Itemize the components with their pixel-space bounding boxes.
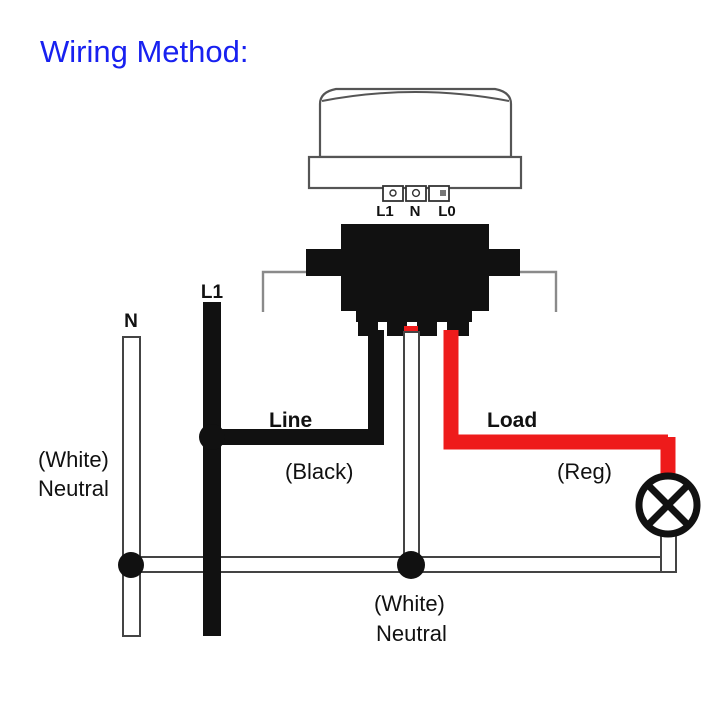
label-black-paren: (Black) <box>285 459 353 484</box>
l1-supply-wire-crossing <box>203 540 221 636</box>
label-white-paren-bottom: (White) <box>374 591 445 616</box>
lamp-load-symbol <box>635 472 701 538</box>
socket-body <box>306 224 520 311</box>
page-title: Wiring Method: <box>40 34 248 69</box>
terminal-hole-n <box>411 188 421 198</box>
sensor-base <box>307 155 523 190</box>
load-wire-red <box>404 326 676 477</box>
terminal-hole-l1 <box>389 189 397 197</box>
label-line: Line <box>269 409 312 432</box>
pin-label-l0: L0 <box>438 203 456 220</box>
twist-lock-socket <box>306 224 520 336</box>
sensor-terminals: L1 N L0 <box>376 185 456 220</box>
photocell-sensor <box>307 87 523 190</box>
label-reg-paren: (Reg) <box>557 459 612 484</box>
label-neutral-left: Neutral <box>38 476 109 501</box>
load-wire-stub <box>404 326 418 335</box>
socket-lower-block <box>356 300 472 322</box>
junction-l1-line <box>199 424 225 450</box>
pin-label-n: N <box>410 203 421 220</box>
line-wire-path <box>212 330 384 445</box>
socket-tab-1 <box>358 310 378 336</box>
socket-tab-4 <box>447 310 469 336</box>
socket-tab-3 <box>417 310 437 336</box>
junction-neutral-center <box>397 551 425 579</box>
terminal-hole-l0 <box>440 190 446 196</box>
label-load: Load <box>487 409 537 432</box>
label-l1-terminal: L1 <box>201 282 224 303</box>
socket-tab-2 <box>387 310 407 336</box>
label-neutral-bottom: Neutral <box>376 621 447 646</box>
load-wire-path <box>443 330 668 450</box>
sensor-dome-arc <box>321 91 510 102</box>
terminal-block-l0 <box>428 185 450 202</box>
sensor-dome <box>318 87 513 159</box>
junction-neutral-left <box>118 552 144 578</box>
label-n-terminal: N <box>124 311 138 332</box>
socket-neutral-wire <box>403 331 420 568</box>
lamp-cross-2 <box>645 482 691 528</box>
line-wire-black <box>212 330 384 445</box>
n-supply-wire <box>122 336 141 637</box>
label-white-paren-left: (White) <box>38 447 109 472</box>
pin-label-l1: L1 <box>376 203 394 220</box>
